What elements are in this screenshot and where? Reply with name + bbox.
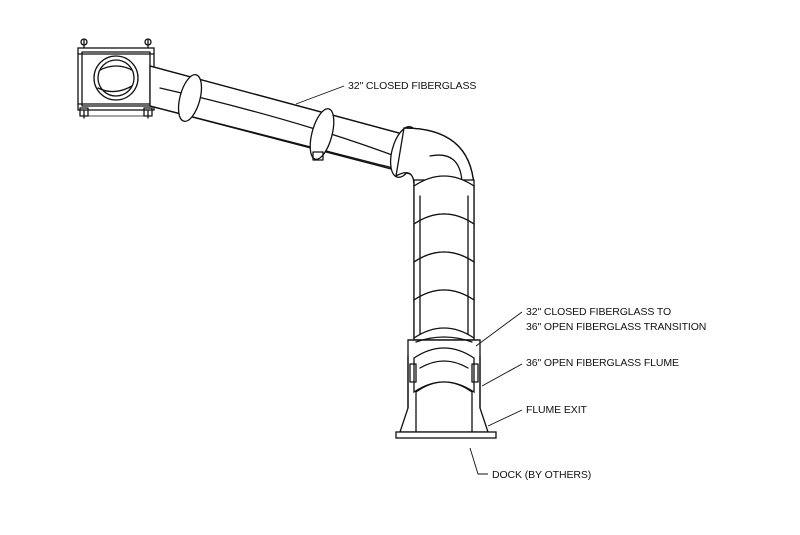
callout-dock: DOCK (BY OTHERS) xyxy=(492,469,591,481)
open-flume-section xyxy=(399,336,489,433)
callout-transition-line2: 36" OPEN FIBERGLASS TRANSITION xyxy=(526,321,706,333)
callout-closed-fiberglass: 32" CLOSED FIBERGLASS xyxy=(348,80,476,92)
callout-leaders xyxy=(295,85,523,475)
callout-transition-line1: 32" CLOSED FIBERGLASS TO xyxy=(526,306,671,318)
dock-plate xyxy=(395,431,497,439)
callout-open-flume: 36" OPEN FIBERGLASS FLUME xyxy=(526,357,679,369)
callout-flume-exit: FLUME EXIT xyxy=(526,404,588,416)
slide-start-tower xyxy=(77,38,155,119)
vertical-pipe-segments xyxy=(413,175,475,341)
